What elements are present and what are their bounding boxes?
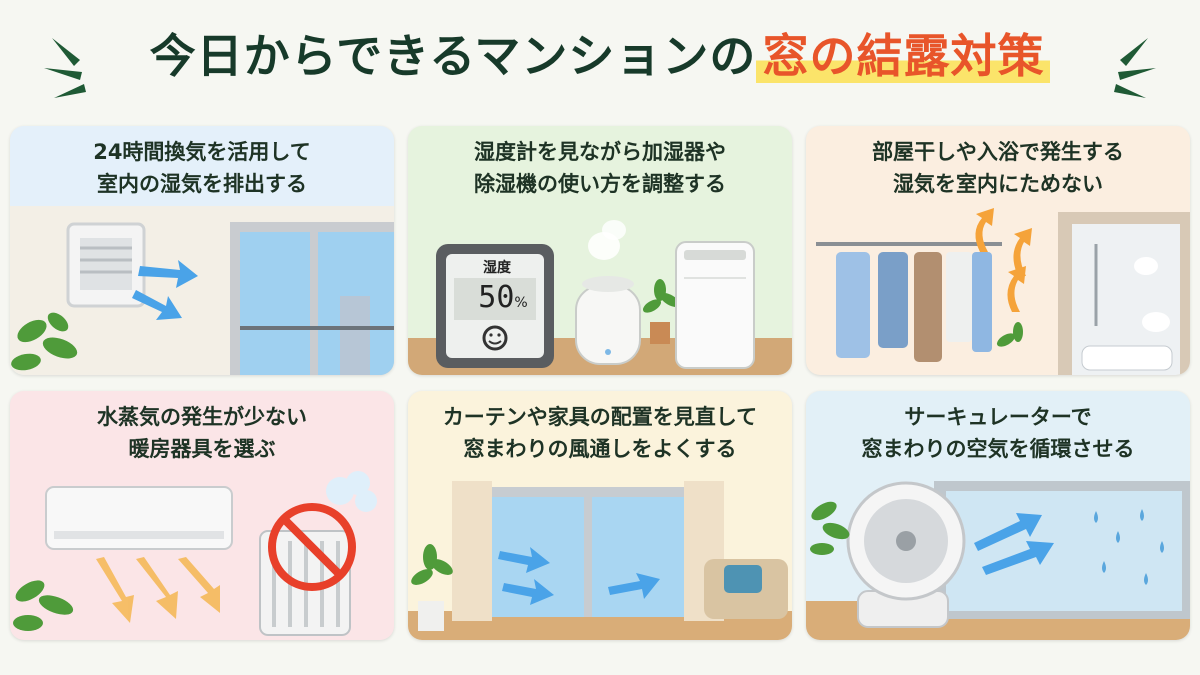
card-caption: 24時間換気を活用して 室内の湿気を排出する (10, 136, 394, 200)
laundry-rack-icon (816, 242, 1002, 362)
card-laundry-bath: 部屋干しや入浴で発生する 湿気を室内にためない (806, 126, 1190, 375)
airflow-arrow-icon (498, 547, 660, 605)
condensation-drops-icon (1094, 509, 1164, 585)
card-caption: 部屋干しや入浴で発生する 湿気を室内にためない (806, 136, 1190, 200)
card-heater: 水蒸気の発生が少ない 暖房器具を選ぶ (10, 391, 394, 640)
card-caption: カーテンや家具の配置を見直して 窓まわりの風通しをよくする (408, 401, 792, 465)
steam-arrow-icon (975, 208, 1032, 312)
airflow-arrow-icon (96, 557, 220, 623)
window-icon (230, 222, 394, 375)
card-circulator: サーキュレーターで 窓まわりの空気を循環させる (806, 391, 1190, 640)
plant-icon (13, 580, 74, 631)
caption-line-2: 窓まわりの空気を循環させる (861, 437, 1135, 461)
card-caption: 水蒸気の発生が少ない 暖房器具を選ぶ (10, 401, 394, 465)
card-caption: サーキュレーターで 窓まわりの空気を循環させる (806, 401, 1190, 465)
circulator-icon (846, 481, 966, 628)
caption-line-2: 室内の湿気を排出する (97, 172, 307, 196)
caption-line-1: 水蒸気の発生が少ない (97, 405, 307, 429)
caption-line-2: 湿気を室内にためない (893, 172, 1103, 196)
caption-line-1: 24時間換気を活用して (93, 140, 311, 164)
caption-line-2: 暖房器具を選ぶ (128, 437, 276, 461)
caption-line-2: 除湿機の使い方を調整する (474, 172, 726, 196)
plant-icon (810, 501, 850, 555)
plant-icon (11, 312, 78, 371)
page-title: 今日からできるマンションの窓の結露対策 (0, 20, 1200, 86)
title-main: 今日からできるマンションの (149, 29, 757, 83)
right-burst-icon (1114, 38, 1156, 98)
plant-icon (642, 279, 680, 344)
caption-line-1: サーキュレーターで (904, 405, 1092, 429)
bathroom-icon (1058, 212, 1190, 375)
ventilation-fan-icon (66, 222, 146, 308)
caption-line-1: 部屋干しや入浴で発生する (872, 140, 1124, 164)
hygrometer-reading: 50% (462, 280, 544, 315)
caption-line-1: カーテンや家具の配置を見直して (442, 405, 758, 429)
plant-icon (411, 544, 453, 631)
sofa-icon (704, 559, 788, 619)
airflow-arrow-icon (974, 513, 1054, 575)
hygrometer-value: 50 (478, 280, 515, 315)
caption-line-2: 窓まわりの風通しをよくする (463, 437, 737, 461)
card-hygrometer: 湿度計を見ながら加湿器や 除湿機の使い方を調整する 湿度 50% (408, 126, 792, 375)
hygrometer-icon (436, 244, 554, 368)
hygrometer-label: 湿度 (483, 260, 511, 276)
humidifier-icon (575, 220, 641, 365)
prohibited-icon (268, 503, 356, 591)
caption-line-1: 湿度計を見ながら加湿器や (474, 140, 726, 164)
steam-cloud-icon (326, 471, 377, 512)
curtain-window-icon (452, 481, 724, 621)
plant-icon (996, 322, 1023, 347)
hygrometer-unit: % (514, 295, 528, 311)
card-caption: 湿度計を見ながら加湿器や 除湿機の使い方を調整する (408, 136, 792, 200)
card-curtain-furniture: カーテンや家具の配置を見直して 窓まわりの風通しをよくする (408, 391, 792, 640)
airflow-arrow-icon (132, 260, 198, 320)
card-ventilation: 24時間換気を活用して 室内の湿気を排出する (10, 126, 394, 375)
title-accent: 窓の結露対策 (756, 29, 1051, 83)
window-icon (934, 481, 1190, 619)
left-burst-icon (44, 38, 86, 98)
air-conditioner-icon (45, 486, 233, 550)
dehumidifier-icon (675, 241, 755, 369)
